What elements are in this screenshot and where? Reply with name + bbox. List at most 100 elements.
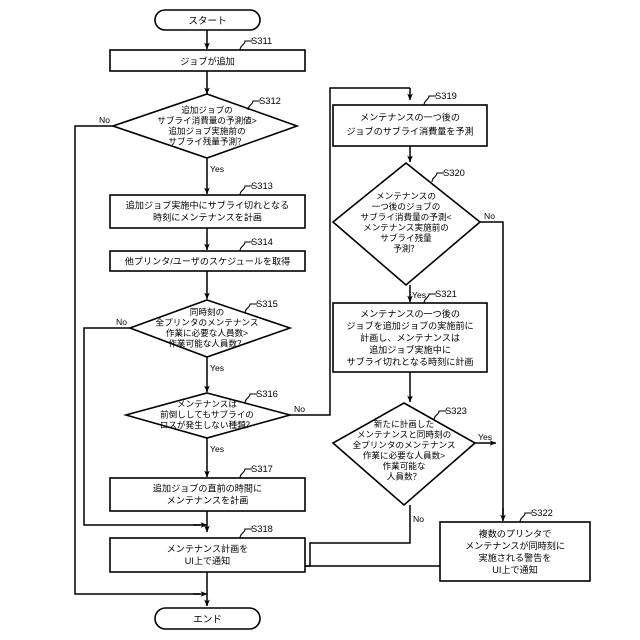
s314-step-label: S314 <box>251 236 273 247</box>
s312-text-line-1: 追加ジョブの <box>181 104 233 115</box>
node-s314[interactable]: 他プリンタ/ユーザのスケジュールを取得 S314 <box>109 236 306 272</box>
s320-text-line-4: メンテナンス実施前の <box>363 222 449 233</box>
s314-step-tick <box>239 241 252 252</box>
s320-text-line-5: サブライ残量 <box>380 232 432 243</box>
edge-label-s316-no: No <box>294 404 305 414</box>
s323-step-tick <box>433 410 446 421</box>
s317-box-shape <box>109 477 306 512</box>
s320-text-line-2: 一つ後のジョブの <box>372 201 441 212</box>
edge-s320-no-loop <box>480 221 504 515</box>
node-s316[interactable]: メンテナンスは 前倒ししてもサブライの ロスが発生しない種類？ S316 <box>123 388 294 439</box>
edge-label-s323-yes: Yes <box>478 432 492 442</box>
edge-label-s316-yes: Yes <box>210 444 224 454</box>
s312-step-label: S312 <box>259 95 281 106</box>
s320-text-line-3: サブライ消費量の予測< <box>361 211 452 222</box>
s322-step-tick <box>519 512 532 523</box>
s321-text-line-4: 追加ジョブ実施中に <box>369 344 451 355</box>
s316-diamond-shape <box>123 392 294 439</box>
s315-text-line-1: 同時刻の <box>190 306 224 317</box>
node-s318[interactable]: メンテナンス計画を UI上で通知 S318 <box>109 523 306 573</box>
s323-diamond-shape <box>331 402 477 507</box>
node-s313[interactable]: 追加ジョブ実施中にサブライ切れとなる 時刻にメンテナンスを計画 S313 <box>109 180 306 229</box>
s322-text-line-1: 複数のプリンタで <box>479 528 552 539</box>
s318-text-line-2: UI上で通知 <box>185 555 230 566</box>
s318-text-line-1: メンテナンス計画を <box>167 543 249 554</box>
node-s323[interactable]: 新たに計画した メンテナンスと同時刻の 全プリンタのメンテナンス 作業に必要な人… <box>331 402 477 507</box>
node-s317[interactable]: 追加ジョブの直前の時間に メンテナンスを計画 S317 <box>109 463 306 512</box>
start-label: スタート <box>188 16 226 27</box>
s322-text-line-4: UI上で通知 <box>492 564 537 575</box>
s316-step-tick <box>244 393 257 404</box>
s315-text-line-4: 作業可能な人員数？ <box>168 338 245 349</box>
s321-text-line-5: サブライ切れとなる時刻に計画 <box>346 356 473 367</box>
s315-text-line-2: 全プリンタのメンテナンス <box>156 317 259 328</box>
s312-text-line-3: 追加ジョブ実施前の <box>168 125 245 136</box>
s317-text-line-2: メンテナンスを計画 <box>167 495 249 506</box>
s321-text-line-2: ジョブを追加ジョブの実施前に <box>346 320 473 331</box>
s313-text-line-2: 時刻にメンテナンスを計画 <box>153 212 262 223</box>
s312-diamond-shape <box>110 93 300 159</box>
s316-text-line-1: メンテナンスは <box>177 399 237 409</box>
s319-box-shape <box>332 104 488 147</box>
node-end[interactable]: エンド <box>154 607 261 630</box>
s323-step-label: S323 <box>445 405 467 416</box>
s312-text-line-4: サブライ残量予測？ <box>168 136 245 147</box>
s311-step-tick <box>239 40 252 51</box>
s315-step-tick <box>244 303 257 314</box>
s313-box-shape <box>109 194 306 229</box>
s320-text-line-1: メンテナンスの <box>376 191 436 201</box>
s317-text-line-1: 追加ジョブの直前の時間に <box>153 483 262 494</box>
s315-diamond-shape <box>127 299 293 358</box>
edge-s312-no-loop <box>74 125 200 595</box>
edge-s316-no-loop <box>290 87 410 416</box>
s317-step-label: S317 <box>251 463 273 474</box>
s314-text-line-1: 他プリンタ/ユーザのスケジュールを取得 <box>125 256 290 267</box>
s311-text-line-1: ジョブが追加 <box>180 56 235 67</box>
s313-text-line-1: 追加ジョブ実施中にサブライ切れとなる <box>126 200 289 211</box>
edge-label-s312-no: No <box>99 115 110 125</box>
edge-label-s315-no: No <box>116 317 127 327</box>
s322-step-label: S322 <box>531 507 553 518</box>
node-s315[interactable]: 同時刻の 全プリンタのメンテナンス 作業に必要な人員数> 作業可能な人員数？ S… <box>127 298 293 358</box>
edge-s315-no-loop <box>83 327 200 526</box>
s321-text-line-1: メンテナンスの一つ後の <box>360 308 460 319</box>
s321-step-tick <box>423 293 436 304</box>
node-start[interactable]: スタート <box>154 9 261 31</box>
s319-text-line-2: ジョブのサブライ消費量を予測 <box>346 126 473 137</box>
s311-box-shape <box>109 49 306 72</box>
s316-text-line-3: ロスが発生しない種類？ <box>160 419 255 430</box>
s319-step-tick <box>423 95 436 106</box>
s313-step-tick <box>239 185 252 196</box>
s315-step-label: S315 <box>256 298 278 309</box>
end-terminator-shape <box>154 607 261 630</box>
s322-text-line-3: 実施される警告を <box>479 552 552 563</box>
s313-step-label: S313 <box>251 180 273 191</box>
s314-box-shape <box>109 250 306 272</box>
start-terminator-shape <box>154 9 261 31</box>
s323-text-line-6: 人員数？ <box>387 471 421 482</box>
s323-text-line-5: 作業可能な <box>383 460 426 471</box>
node-s312[interactable]: 追加ジョブの サブライ消費量の予測値> 追加ジョブ実施前の サブライ残量予測？ … <box>110 93 300 159</box>
s320-text-line-6: 予測？ <box>393 243 419 254</box>
s323-text-line-1: 新たに計画した <box>374 418 434 429</box>
s318-step-label: S318 <box>251 523 273 534</box>
s321-box-shape <box>332 302 488 373</box>
s320-step-tick <box>431 172 444 183</box>
node-s319[interactable]: メンテナンスの一つ後の ジョブのサブライ消費量を予測 S319 <box>332 90 488 147</box>
node-s311[interactable]: ジョブが追加 S311 <box>109 35 306 72</box>
s320-step-label: S320 <box>443 167 465 178</box>
s317-step-tick <box>239 468 252 479</box>
node-s320[interactable]: メンテナンスの 一つ後のジョブの サブライ消費量の予測< メンテナンス実施前の … <box>331 161 482 287</box>
node-s321[interactable]: メンテナンスの一つ後の ジョブを追加ジョブの実施前に 計画し、メンテナンスは 追… <box>332 288 488 373</box>
edge-label-s315-yes: Yes <box>210 363 224 373</box>
edge-label-s323-no: No <box>413 514 424 524</box>
s323-text-line-3: 全プリンタのメンテナンス <box>353 439 456 450</box>
s323-text-line-2: メンテナンスと同時刻の <box>357 429 451 440</box>
node-s322[interactable]: 複数のプリンタで メンテナンスが同時刻に 実施される警告を UI上で通知 S32… <box>439 507 591 582</box>
s321-text-line-3: 計画し、メンテナンスは <box>360 332 460 343</box>
s320-diamond-shape <box>331 161 482 287</box>
s322-box-shape <box>439 521 591 582</box>
s323-text-line-4: 作業に必要な人員数> <box>363 450 445 461</box>
